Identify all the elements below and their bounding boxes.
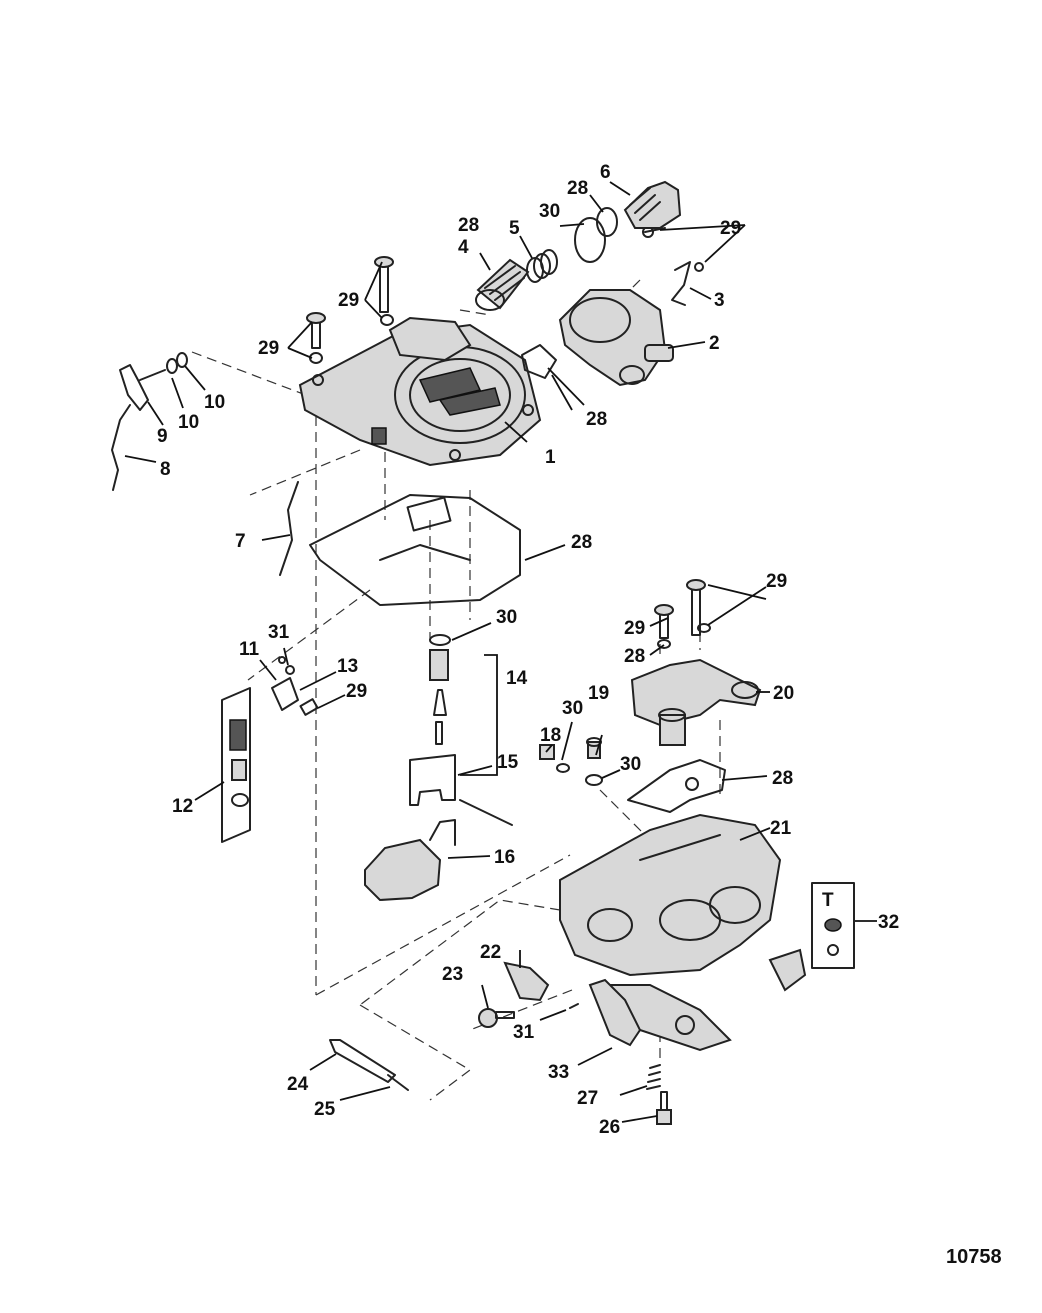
callout-30-jet2: 30 xyxy=(620,754,641,775)
callout-labels: 1 2 3 4 5 6 7 8 9 10 10 11 12 13 14 15 1… xyxy=(157,162,899,1138)
callout-6: 6 xyxy=(600,162,611,183)
callout-30-inlet: 30 xyxy=(539,201,560,222)
callout-14: 14 xyxy=(506,668,528,689)
callout-30-jet: 30 xyxy=(562,698,583,719)
kit-symbol: T xyxy=(822,890,834,911)
callout-29-pump-right: 29 xyxy=(766,571,787,592)
pump-plunger-kit xyxy=(221,656,319,843)
callout-29-left: 29 xyxy=(258,338,279,359)
callout-29-lever: 29 xyxy=(346,681,367,702)
callout-16: 16 xyxy=(494,847,515,868)
callout-5: 5 xyxy=(509,218,520,239)
needle-seat-assembly xyxy=(429,634,451,745)
callout-31-top: 31 xyxy=(268,622,290,643)
callout-28-choke: 28 xyxy=(586,409,607,430)
callout-4: 4 xyxy=(458,237,469,258)
callout-28-pump: 28 xyxy=(624,646,645,667)
callout-2: 2 xyxy=(709,333,720,354)
callout-21: 21 xyxy=(770,818,792,839)
callout-29-top: 29 xyxy=(338,290,359,311)
callout-10b: 10 xyxy=(204,392,225,413)
inlet-gaskets xyxy=(521,207,618,379)
callout-28-gasket: 28 xyxy=(571,532,592,553)
figure-number: 10758 xyxy=(946,1246,1002,1268)
callout-27: 27 xyxy=(577,1088,598,1109)
callout-7: 7 xyxy=(235,531,246,552)
callout-32: 32 xyxy=(878,912,899,933)
air-horn-gasket xyxy=(309,494,521,606)
callout-20: 20 xyxy=(773,683,794,704)
callout-31-bottom: 31 xyxy=(513,1022,535,1043)
callout-25: 25 xyxy=(314,1099,336,1120)
callout-19: 19 xyxy=(588,683,609,704)
callout-23: 23 xyxy=(442,964,463,985)
air-horn-assembly xyxy=(298,316,542,467)
callout-29-pump-left: 29 xyxy=(624,618,645,639)
callout-1: 1 xyxy=(545,447,556,468)
callout-22: 22 xyxy=(480,942,501,963)
inlet-fitting-nut xyxy=(623,180,682,229)
callout-29-choke: 29 xyxy=(720,218,741,239)
callout-28-body: 28 xyxy=(772,768,793,789)
fuel-filter xyxy=(475,258,530,311)
callout-10a: 10 xyxy=(178,412,199,433)
pump-linkage xyxy=(111,352,299,576)
callout-28-inlet: 28 xyxy=(567,178,588,199)
leader-lines xyxy=(124,181,877,1123)
callout-24: 24 xyxy=(287,1074,309,1095)
body-gasket xyxy=(627,759,726,813)
callout-13: 13 xyxy=(337,656,358,677)
callout-8: 8 xyxy=(160,459,171,480)
pump-body xyxy=(630,579,762,746)
callout-28-filter: 28 xyxy=(458,215,479,236)
callout-15: 15 xyxy=(497,752,519,773)
throttle-linkage xyxy=(329,961,672,1125)
float-bowl-body xyxy=(559,813,807,1052)
callout-33: 33 xyxy=(548,1062,569,1083)
top-screws xyxy=(306,256,394,364)
choke-housing xyxy=(558,289,674,387)
callout-3: 3 xyxy=(714,290,725,311)
callout-30-needle: 30 xyxy=(496,607,517,628)
callout-11: 11 xyxy=(239,639,260,660)
float-assembly xyxy=(364,754,513,902)
alignment-lines xyxy=(191,279,721,1101)
callout-12: 12 xyxy=(172,796,193,817)
callout-18: 18 xyxy=(540,725,561,746)
filter-spring xyxy=(526,249,558,283)
repair-kit-box: T xyxy=(811,882,855,969)
callout-26: 26 xyxy=(599,1117,620,1138)
callout-9: 9 xyxy=(157,426,168,447)
choke-lever xyxy=(642,226,704,306)
